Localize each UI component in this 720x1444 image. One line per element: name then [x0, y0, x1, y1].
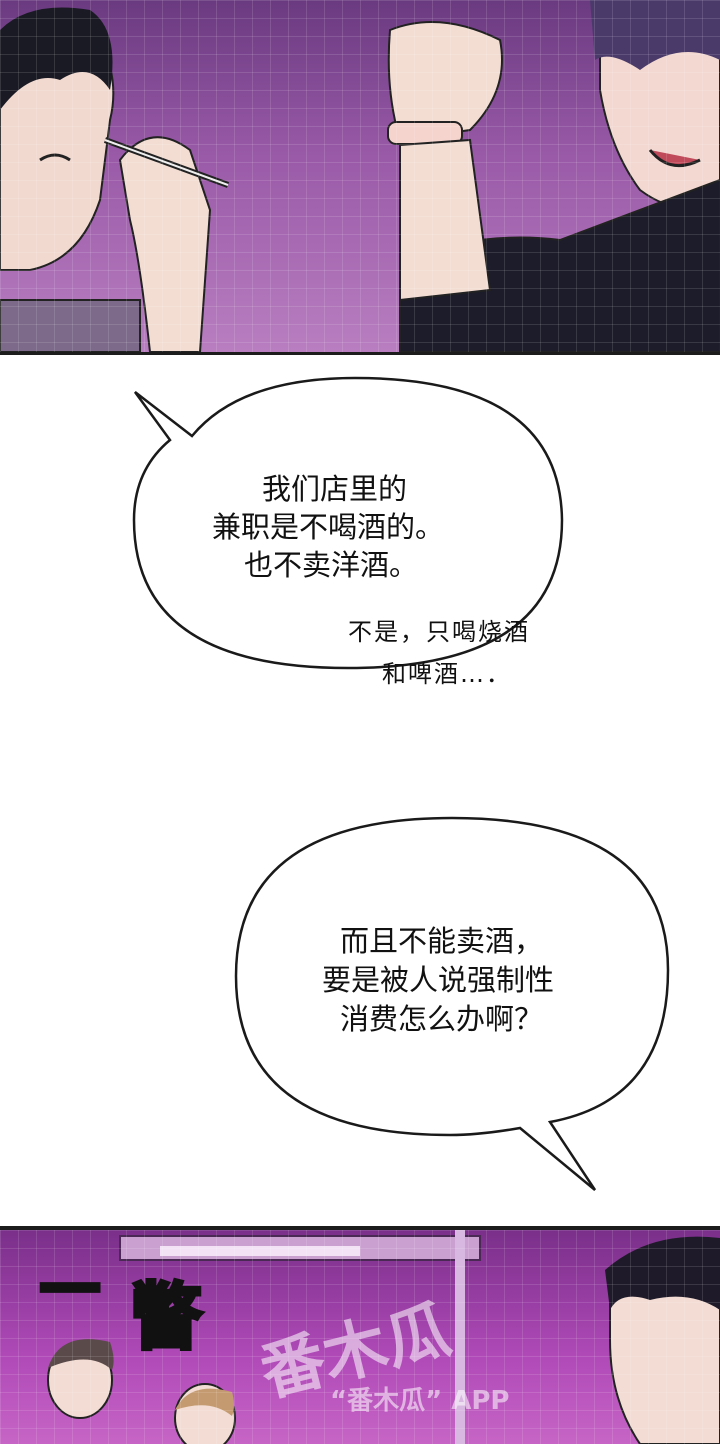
bubble1-line-2: 兼职是不喝酒的。: [212, 510, 445, 544]
watermark-app-text: “番木瓜” APP: [330, 1386, 510, 1416]
left-character: [0, 7, 141, 352]
aside-line-2: 和啤酒…．: [382, 660, 512, 688]
speech-bubble-1: [132, 376, 564, 670]
bubble2-line-1: 而且不能卖酒，: [340, 924, 544, 958]
aside-line-1: 不是，只喝烧酒: [348, 618, 530, 646]
top-comic-panel: [0, 0, 720, 355]
background-people: [47, 1339, 236, 1444]
bubble2-line-2: 要是被人说强制性: [322, 963, 555, 997]
tiled-wall-background: [0, 0, 720, 352]
speech-bubble-2: [234, 816, 670, 1191]
tiled-wall-background: [0, 1230, 720, 1444]
foreground-character: [605, 1236, 720, 1444]
ceiling-light-fixture: [119, 1230, 481, 1444]
sfx-dash: 一: [38, 1254, 102, 1328]
bubble1-line-1: 我们店里的: [262, 472, 408, 506]
sfx-glance: 瞥: [128, 1273, 204, 1361]
hand-with-pen: [103, 136, 230, 352]
bubble2-line-3: 消费怎么办啊？: [340, 1002, 544, 1036]
right-character: [387, 0, 720, 352]
bottom-comic-panel: 一 瞥 番木瓜 “番木瓜” APP: [0, 1226, 720, 1444]
bubble1-line-3: 也不卖洋酒。: [244, 548, 419, 582]
top-panel-illustration: [0, 0, 720, 352]
bottom-panel-illustration: [47, 1230, 720, 1444]
